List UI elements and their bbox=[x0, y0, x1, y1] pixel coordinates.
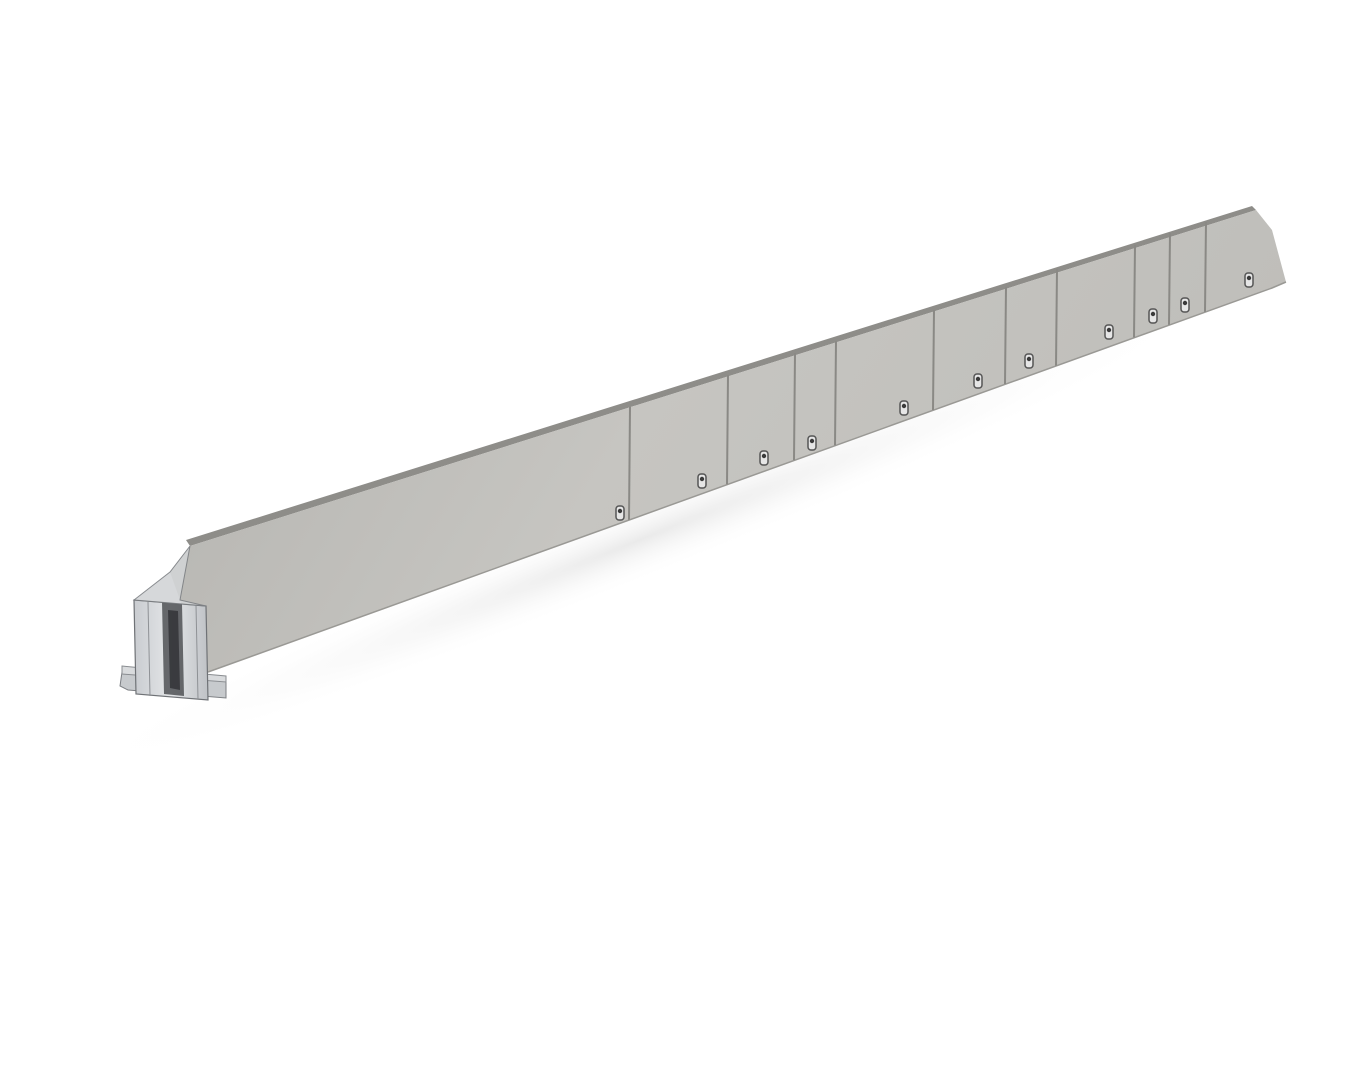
foot-channel-inner bbox=[168, 610, 180, 690]
segment-seam bbox=[1055, 268, 1058, 366]
clip bbox=[807, 435, 817, 451]
floor-shadow bbox=[64, 304, 1216, 776]
clip bbox=[1104, 324, 1114, 340]
segment-seam bbox=[726, 374, 729, 485]
segment-seam bbox=[793, 352, 796, 461]
segment-seam bbox=[1133, 244, 1136, 338]
panel-bottom-edge bbox=[207, 281, 1287, 673]
segment-seam bbox=[1204, 221, 1207, 312]
clip bbox=[1180, 297, 1190, 313]
segment-seams bbox=[628, 221, 1207, 520]
segment-seam bbox=[834, 340, 837, 446]
segment-seam bbox=[628, 406, 631, 520]
foot-edge-line bbox=[195, 604, 199, 700]
segment-seam bbox=[1168, 232, 1171, 325]
segment-seam bbox=[932, 309, 935, 410]
mounting-foot bbox=[119, 545, 227, 701]
panel-top-edge bbox=[186, 206, 1256, 546]
foot-top-bevel bbox=[132, 545, 207, 607]
clip bbox=[1148, 308, 1158, 324]
clip bbox=[1024, 353, 1034, 369]
clip bbox=[973, 373, 983, 389]
clip bbox=[697, 473, 707, 489]
clip bbox=[615, 505, 625, 521]
foot-edge-line bbox=[147, 601, 151, 697]
clip bbox=[759, 450, 769, 466]
clip bbox=[899, 400, 909, 416]
clip bbox=[1244, 272, 1254, 288]
segment-seam bbox=[1004, 286, 1007, 385]
retaining-clips bbox=[615, 272, 1254, 521]
